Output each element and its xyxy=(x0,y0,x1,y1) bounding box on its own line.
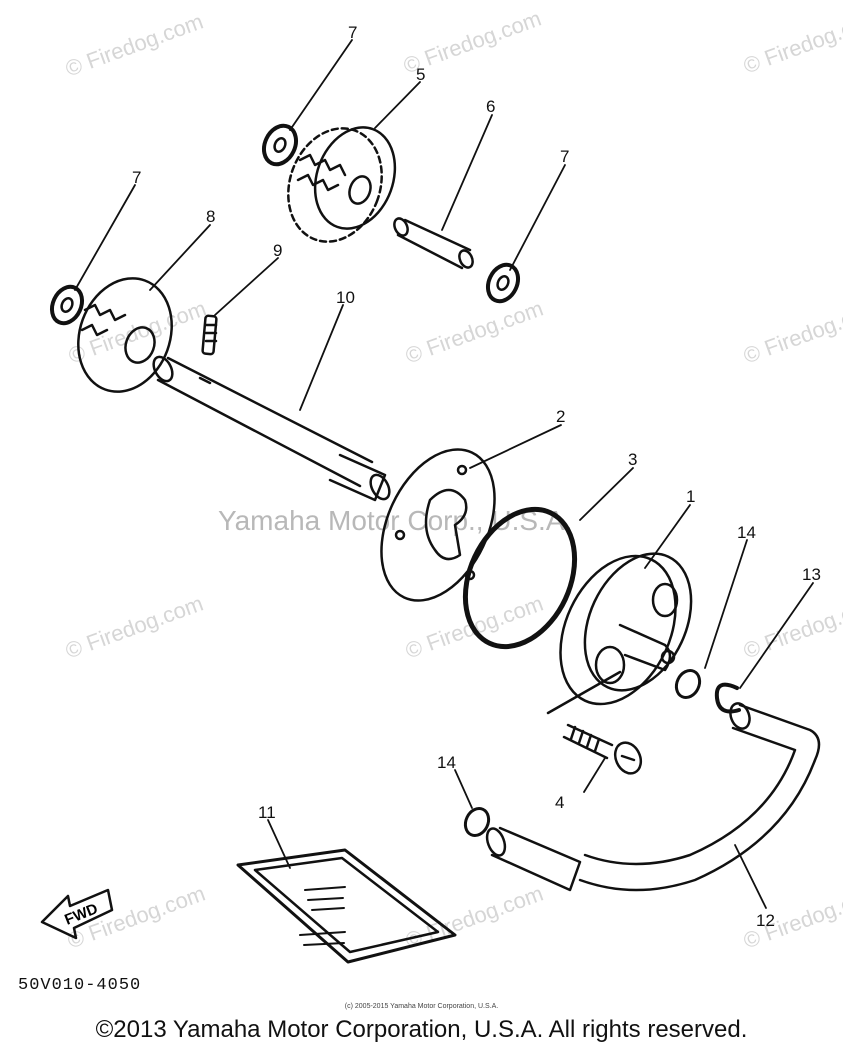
callout-11: 11 xyxy=(258,803,276,822)
part-2-plate xyxy=(380,448,496,602)
part-14-o-ring-left xyxy=(463,806,491,838)
callout-10: 10 xyxy=(336,288,355,307)
callout-5: 5 xyxy=(416,65,425,84)
fwd-arrow-icon xyxy=(40,888,114,940)
callout-labels: 7 5 6 7 7 8 9 10 2 3 1 14 13 4 14 11 12 xyxy=(132,23,821,930)
part-10-shaft xyxy=(152,355,391,502)
callout-7: 7 xyxy=(560,147,569,166)
part-7-washer-top xyxy=(261,123,299,167)
part-7-washer-left xyxy=(49,284,85,326)
callout-2: 2 xyxy=(556,407,565,426)
callout-13: 13 xyxy=(802,565,821,584)
diagram-code: 50V010-4050 xyxy=(18,976,142,995)
part-13-circlip xyxy=(714,682,741,714)
small-copyright: (c) 2005-2015 Yamaha Motor Corporation, … xyxy=(344,1003,499,1010)
part-14-o-ring-right xyxy=(674,668,702,700)
callout-3: 3 xyxy=(628,450,637,469)
part-11-filter xyxy=(236,848,457,964)
part-8-gear xyxy=(77,277,173,393)
callout-8: 8 xyxy=(206,207,215,226)
callout-4: 4 xyxy=(555,793,564,812)
callout-14: 14 xyxy=(437,753,456,772)
center-watermark: Yamaha Motor Corp., U.S.A. xyxy=(218,505,573,536)
copyright-notice: ©2013 Yamaha Motor Corporation, U.S.A. A… xyxy=(95,1016,748,1043)
callout-9: 9 xyxy=(273,241,282,260)
callout-7: 7 xyxy=(132,168,141,187)
part-7-washer-right xyxy=(485,262,521,304)
part-5-gear xyxy=(287,126,397,243)
callout-6: 6 xyxy=(486,97,495,116)
callout-1: 1 xyxy=(686,487,695,506)
leader-lines xyxy=(74,39,814,909)
part-6-pin xyxy=(393,217,474,270)
callout-12: 12 xyxy=(756,911,775,930)
callout-14: 14 xyxy=(737,523,756,542)
part-9-pin xyxy=(201,314,218,356)
part-12-pipe xyxy=(485,702,821,892)
part-4-screw xyxy=(562,723,643,775)
part-1-housing xyxy=(546,552,693,715)
part-3-o-ring xyxy=(462,506,578,650)
callout-7: 7 xyxy=(348,23,357,42)
